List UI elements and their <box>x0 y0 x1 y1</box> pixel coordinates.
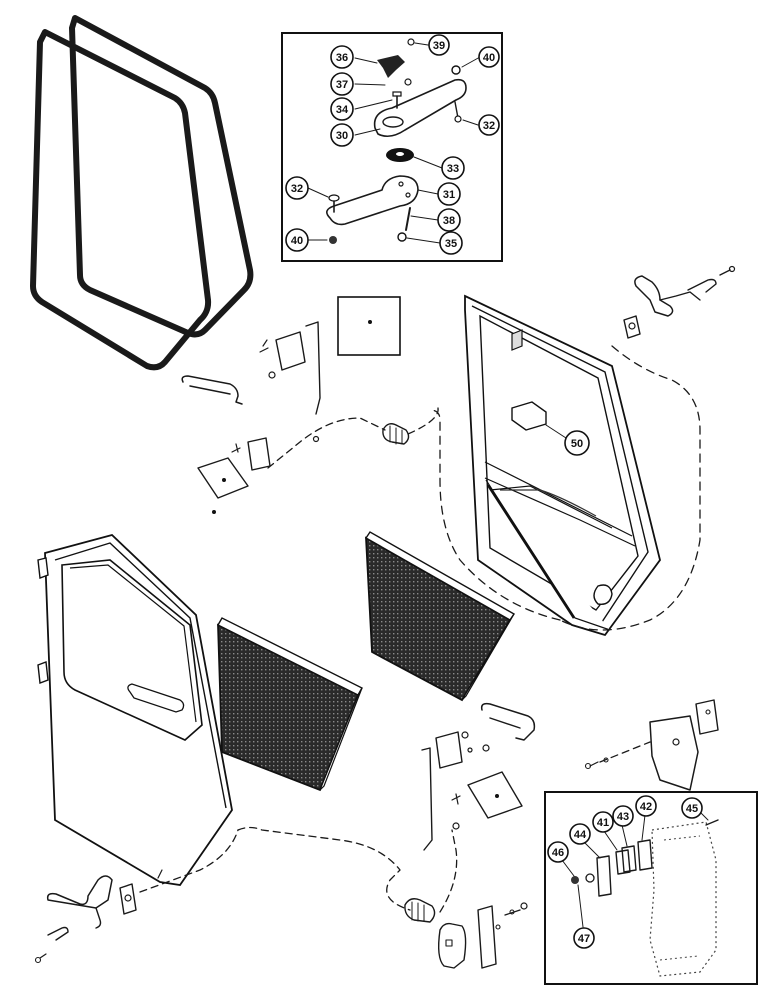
screen-panel-right <box>365 531 515 702</box>
lower-latch-parts <box>237 702 536 969</box>
svg-text:42: 42 <box>640 801 652 813</box>
svg-text:32: 32 <box>483 120 495 132</box>
svg-text:41: 41 <box>597 817 609 829</box>
svg-text:32: 32 <box>291 183 303 195</box>
callout-44: 44 <box>569 823 591 845</box>
callout-47: 47 <box>573 927 595 949</box>
svg-text:45: 45 <box>686 803 698 815</box>
callout-43: 43 <box>612 805 634 827</box>
callout-40-bottom: 40 <box>285 228 309 252</box>
callout-38: 38 <box>437 208 461 232</box>
svg-text:44: 44 <box>574 829 587 841</box>
callout-40-top: 40 <box>478 46 500 68</box>
svg-text:46: 46 <box>552 847 564 859</box>
callout-42: 42 <box>635 795 657 817</box>
svg-text:40: 40 <box>291 235 303 247</box>
callout-45: 45 <box>681 797 703 819</box>
callout-41: 41 <box>592 811 614 833</box>
svg-text:39: 39 <box>433 40 445 52</box>
callout-31: 31 <box>437 182 461 206</box>
svg-text:36: 36 <box>336 52 348 64</box>
knob-36 <box>377 55 405 78</box>
arm-30 <box>373 78 467 138</box>
callout-33: 33 <box>441 156 465 180</box>
svg-text:43: 43 <box>617 811 629 823</box>
callout-37: 37 <box>330 72 354 96</box>
upper-handle-parts <box>429 265 736 631</box>
screen-panel-left <box>217 617 363 792</box>
svg-text:30: 30 <box>336 130 348 142</box>
upper-latch-parts <box>181 296 439 514</box>
callout-39: 39 <box>428 34 450 56</box>
callout-32-bottom: 32 <box>285 176 309 200</box>
callout-30: 30 <box>330 123 354 147</box>
linkage-inset <box>281 32 503 262</box>
svg-text:35: 35 <box>445 238 457 250</box>
window-seal-rear <box>69 15 254 338</box>
svg-text:34: 34 <box>336 104 349 116</box>
svg-text:33: 33 <box>447 163 459 175</box>
svg-text:31: 31 <box>443 189 455 201</box>
callout-50: 50 <box>564 430 590 456</box>
window-seal-front <box>30 29 212 371</box>
arm-31 <box>326 175 419 226</box>
svg-text:47: 47 <box>578 933 590 945</box>
door-left <box>37 533 233 886</box>
svg-text:40: 40 <box>483 52 495 64</box>
callout-32-top: 32 <box>478 114 500 136</box>
panel-outline-dotted <box>649 821 717 977</box>
lower-handle-parts <box>34 829 239 964</box>
callout-36: 36 <box>330 45 354 69</box>
callout-34: 34 <box>330 97 354 121</box>
svg-text:37: 37 <box>336 79 348 91</box>
callout-46: 46 <box>547 841 569 863</box>
door-right <box>464 294 661 637</box>
svg-text:50: 50 <box>571 438 583 450</box>
svg-text:38: 38 <box>443 215 455 227</box>
latch-inset <box>544 791 758 985</box>
right-bracket-parts <box>584 699 719 791</box>
callout-35: 35 <box>439 231 463 255</box>
